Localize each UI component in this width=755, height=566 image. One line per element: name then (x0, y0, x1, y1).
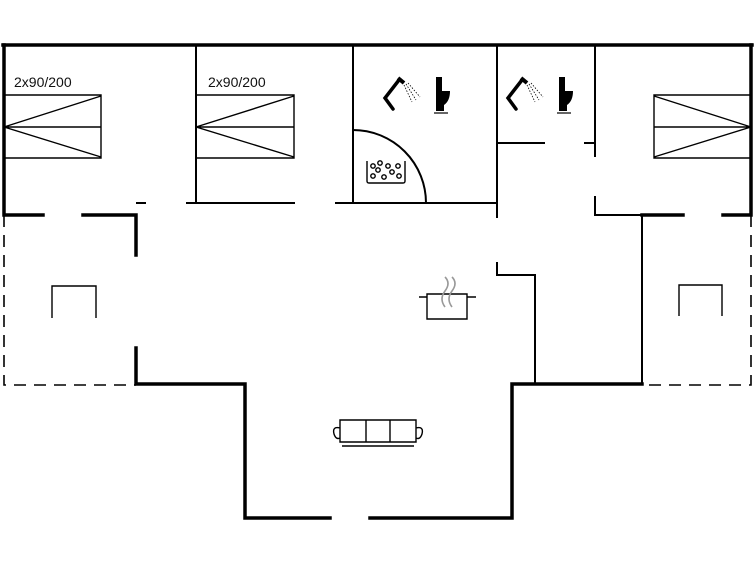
sauna-door-arc (352, 129, 427, 204)
cooking-pot-icon (419, 276, 476, 320)
terrace-left (3, 215, 136, 386)
exterior-walls (1, 43, 754, 520)
bed-2 (195, 94, 295, 159)
interior-walls (136, 45, 643, 384)
terraces (3, 215, 752, 386)
shower-icon (505, 76, 544, 111)
bed-3 (653, 94, 752, 159)
bed-1 (3, 94, 102, 159)
chair-icon (51, 284, 723, 318)
bed-label-1: 2x90/200 (14, 74, 72, 90)
toilet-icon (434, 77, 450, 114)
sofa-icon (332, 419, 424, 447)
terrace-right (642, 215, 752, 386)
bed-label-2: 2x90/200 (208, 74, 266, 90)
toilet-icon (557, 77, 573, 114)
shower-icon (382, 76, 421, 111)
sauna-stove-icon (366, 160, 406, 184)
